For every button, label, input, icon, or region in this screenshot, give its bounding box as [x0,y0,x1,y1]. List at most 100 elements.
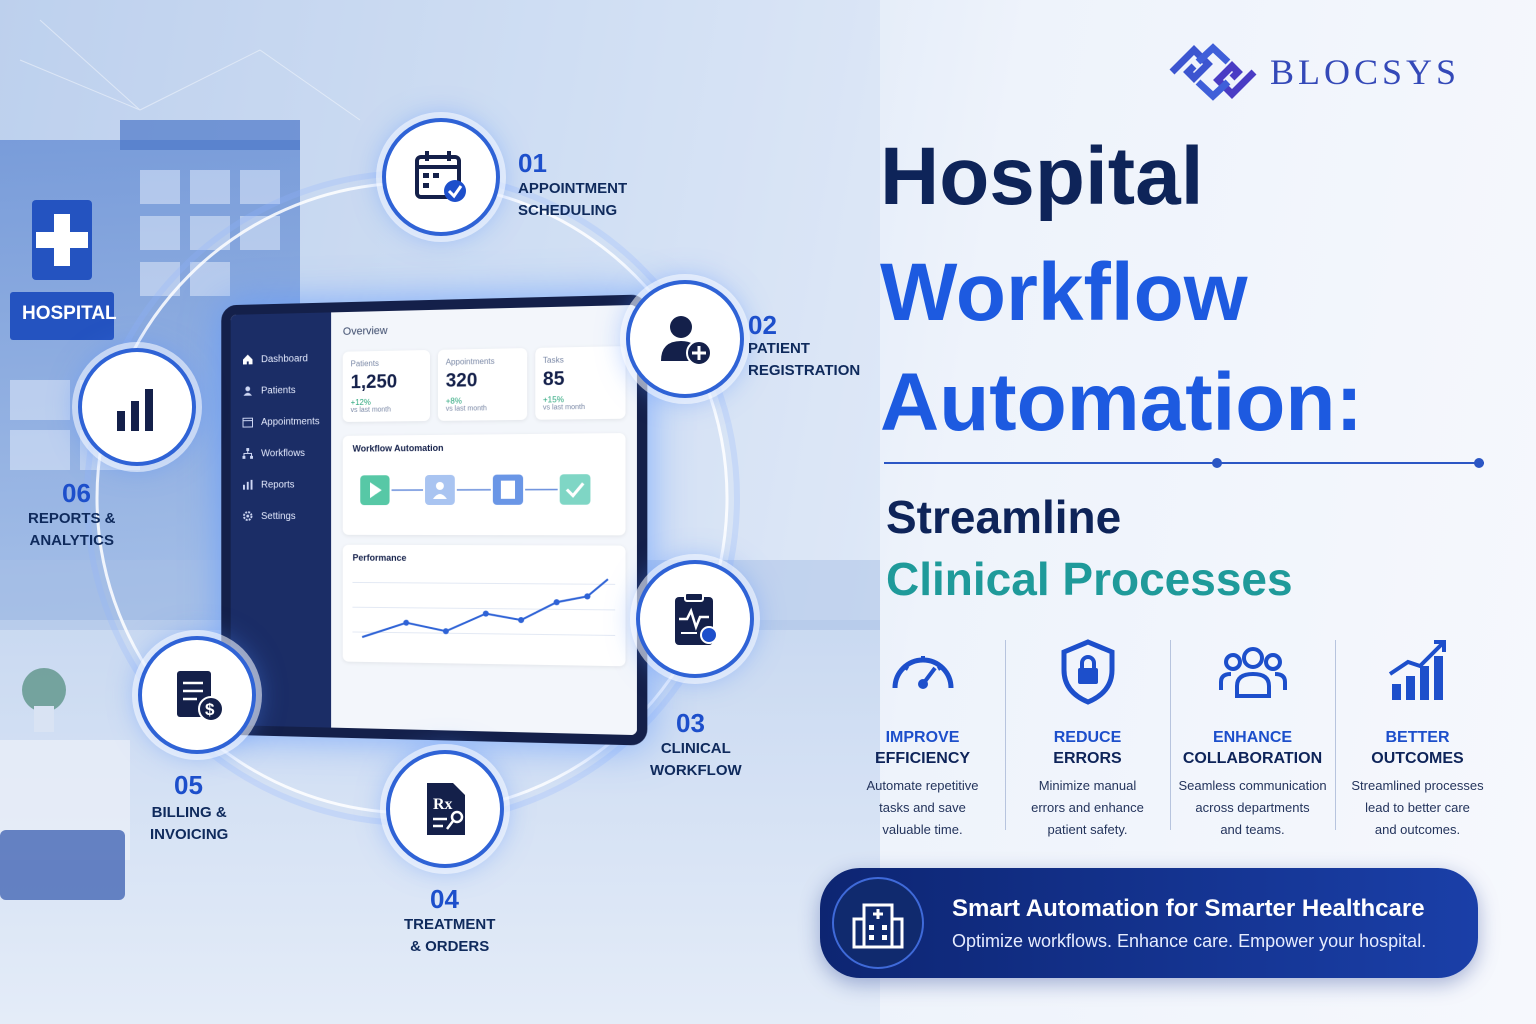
brand-logo[interactable]: BLOCSYS [1168,40,1460,104]
performance-panel: Performance [342,544,626,667]
stat-value: 85 [542,368,565,391]
workflow-panel-title: Workflow Automation [352,442,444,454]
clipboard-pulse-icon [675,592,718,645]
divider-dot [1212,458,1222,468]
team-icon [1218,647,1287,698]
nav-patients[interactable]: Patients [231,374,332,407]
banner-title: Smart Automation for Smarter Healthcare [952,894,1425,922]
nav-label: Appointments [261,415,320,428]
benefit-description: Minimize manual errors and enhance patie… [1011,775,1164,841]
nav-label: Reports [261,479,295,491]
performance-line-graphic [353,563,616,656]
home-icon [243,354,253,365]
nav-reports[interactable]: Reports [231,469,332,501]
step-appointment-scheduling[interactable] [382,118,500,236]
step-treatment-orders[interactable]: Rx [386,750,504,868]
stat-label: Patients [350,358,379,369]
workflow-icon [242,448,253,459]
step-label: REPORTS & ANALYTICS [28,508,116,552]
blocsys-logo-icon [1169,43,1257,101]
nav-settings[interactable]: Settings [231,500,332,532]
stat-card-patients[interactable]: Patients 1,250 +12% vs last month [342,349,430,422]
speedometer-icon [892,656,953,689]
step-number: 06 [62,478,91,508]
step-label-line: BILLING & [151,804,227,821]
step-clinical-workflow[interactable] [636,560,754,678]
cta-banner[interactable]: Smart Automation for Smarter Healthcare … [820,868,1478,978]
step-label: PATIENT REGISTRATION [748,338,860,382]
nav-appointments[interactable]: Appointments [231,405,332,438]
step-patient-registration[interactable] [626,280,744,398]
benefit-title: BETTER OUTCOMES [1341,727,1494,769]
step-label: APPOINTMENT SCHEDULING [518,178,627,222]
benefit-title-line: COLLABORATION [1182,750,1323,767]
step-label-line: REGISTRATION [748,362,861,379]
nav-workflows[interactable]: Workflows [231,437,332,469]
subheadline-line-1: Streamline [886,491,1122,543]
step-label-line: CLINICAL [660,740,731,757]
benefits-row: IMPROVE EFFICIENCY Automate repetitive t… [840,636,1500,837]
stat-value: 1,250 [350,371,398,394]
nav-label: Workflows [261,447,306,459]
headline-line-1: Hospital [880,131,1204,222]
svg-text:Rx: Rx [433,796,453,813]
step-label-line: PATIENT [748,340,810,357]
subheadline-line-2: Clinical Processes [886,553,1293,605]
svg-text:$: $ [205,700,215,719]
benefit-title-line: BETTER [1385,729,1450,746]
user-icon [243,386,253,396]
benefit-desc-line: Streamlined processes [1351,778,1484,793]
workflow-panel: Workflow Automation [342,433,626,536]
benefit-desc-line: valuable time. [882,822,963,837]
workflow-steps-graphic [360,474,591,506]
step-label-line: SCHEDULING [518,202,618,219]
stat-card-appointments[interactable]: Appointments 320 +8% vs last month [437,348,527,421]
growth-chart-icon [1388,640,1446,700]
benefit-title: IMPROVE EFFICIENCY [846,727,999,769]
step-number: 01 [518,148,547,178]
banner-icon-wrap [832,877,924,969]
benefit-desc-line: and teams. [1220,822,1285,837]
nav-dashboard[interactable]: Dashboard [231,342,332,375]
stat-card-tasks[interactable]: Tasks 85 +15% vs last month [534,346,626,420]
benefit-efficiency: IMPROVE EFFICIENCY Automate repetitive t… [840,636,1005,837]
divider-dot [1474,458,1484,468]
step-number: 02 [748,310,777,340]
benefit-desc-line: Seamless communication [1178,778,1327,793]
stat-sub: vs last month [542,403,586,412]
step-label-line: TREATMENT [404,916,496,933]
benefit-title: REDUCE ERRORS [1011,727,1164,769]
step-label-line: INVOICING [150,826,229,843]
nav-label: Settings [261,510,296,522]
step-label-line: APPOINTMENT [518,180,628,197]
step-number: 05 [174,770,203,800]
benefit-description: Seamless communication across department… [1176,775,1329,841]
shield-lock-icon [1061,639,1114,705]
hospital-building-icon [852,903,904,949]
benefit-title-line: ERRORS [1053,750,1122,767]
dashboard-main: Overview Patients 1,250 +12% vs last mon… [331,304,639,736]
stats-row: Patients 1,250 +12% vs last month Appoin… [342,346,626,422]
step-billing-invoicing[interactable]: $ [138,636,256,754]
gear-icon [242,510,253,522]
banner-subtitle: Optimize workflows. Enhance care. Empowe… [952,930,1427,951]
benefit-desc-line: across departments [1195,800,1310,815]
calendar-check-icon [415,151,466,202]
benefit-errors: REDUCE ERRORS Minimize manual errors and… [1005,636,1170,837]
benefit-desc-line: Minimize manual [1038,778,1137,793]
step-label-line: WORKFLOW [650,762,742,779]
prescription-icon: Rx [427,783,465,835]
benefit-desc-line: Automate repetitive [866,778,979,793]
step-label: CLINICAL WORKFLOW [650,738,742,782]
benefit-description: Automate repetitive tasks and save valua… [846,775,999,841]
benefit-desc-line: lead to better care [1365,800,1470,815]
stat-label: Tasks [542,355,564,365]
benefit-desc-line: patient safety. [1047,822,1128,837]
dashboard-tablet: Dashboard Patients Appointments Workflow… [221,294,648,746]
step-label-line: & ORDERS [410,938,490,955]
benefit-desc-line: and outcomes. [1374,822,1461,837]
nav-label: Patients [261,384,296,396]
step-reports-analytics[interactable] [78,348,196,466]
benefit-desc-line: tasks and save [879,800,966,815]
calendar-icon [242,416,253,428]
